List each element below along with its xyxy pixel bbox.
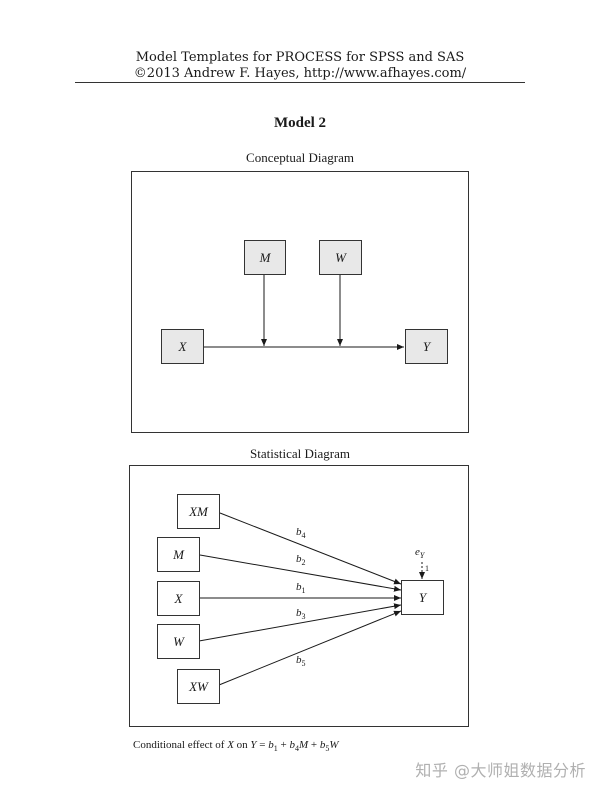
statistical-node-x: X <box>157 581 200 616</box>
conceptual-node-y: Y <box>405 329 448 364</box>
error-term-ey: eY <box>415 546 425 561</box>
conceptual-diagram-title: Conceptual Diagram <box>246 150 354 165</box>
arrow-w-to-y <box>198 603 402 642</box>
statistical-diagram-title: Statistical Diagram <box>249 446 350 461</box>
conceptual-diagram-panel <box>131 171 469 433</box>
watermark-text: 知乎 @大师姐数据分析 <box>415 761 586 780</box>
coef-b5: b5 <box>296 654 306 669</box>
model-title: Model 2 <box>273 115 327 131</box>
statistical-node-w: W <box>157 624 200 659</box>
header-line-2: ©2013 Andrew F. Hayes, http://www.afhaye… <box>133 66 467 81</box>
header-rule <box>75 82 525 83</box>
conceptual-node-w: W <box>319 240 362 275</box>
conceptual-node-x: X <box>161 329 204 364</box>
coef-b2: b2 <box>296 553 306 568</box>
conditional-effect-formula: Conditional effect of X on Y = b1 + b4M … <box>133 739 339 754</box>
coef-b3: b3 <box>296 607 306 622</box>
arrow-xw-to-y <box>218 610 402 686</box>
statistical-node-m: M <box>157 537 200 572</box>
conceptual-node-m: M <box>244 240 286 275</box>
error-loading-label: 1 <box>425 564 429 573</box>
statistical-node-xw: XW <box>177 669 220 704</box>
statistical-node-xm: XM <box>177 494 220 529</box>
coef-b4: b4 <box>296 526 306 541</box>
header-line-1: Model Templates for PROCESS for SPSS and… <box>135 50 465 65</box>
coef-b1: b1 <box>296 581 306 596</box>
arrow-xm-to-y <box>219 512 402 585</box>
statistical-node-y: Y <box>401 580 444 615</box>
arrow-m-to-y <box>199 554 402 592</box>
